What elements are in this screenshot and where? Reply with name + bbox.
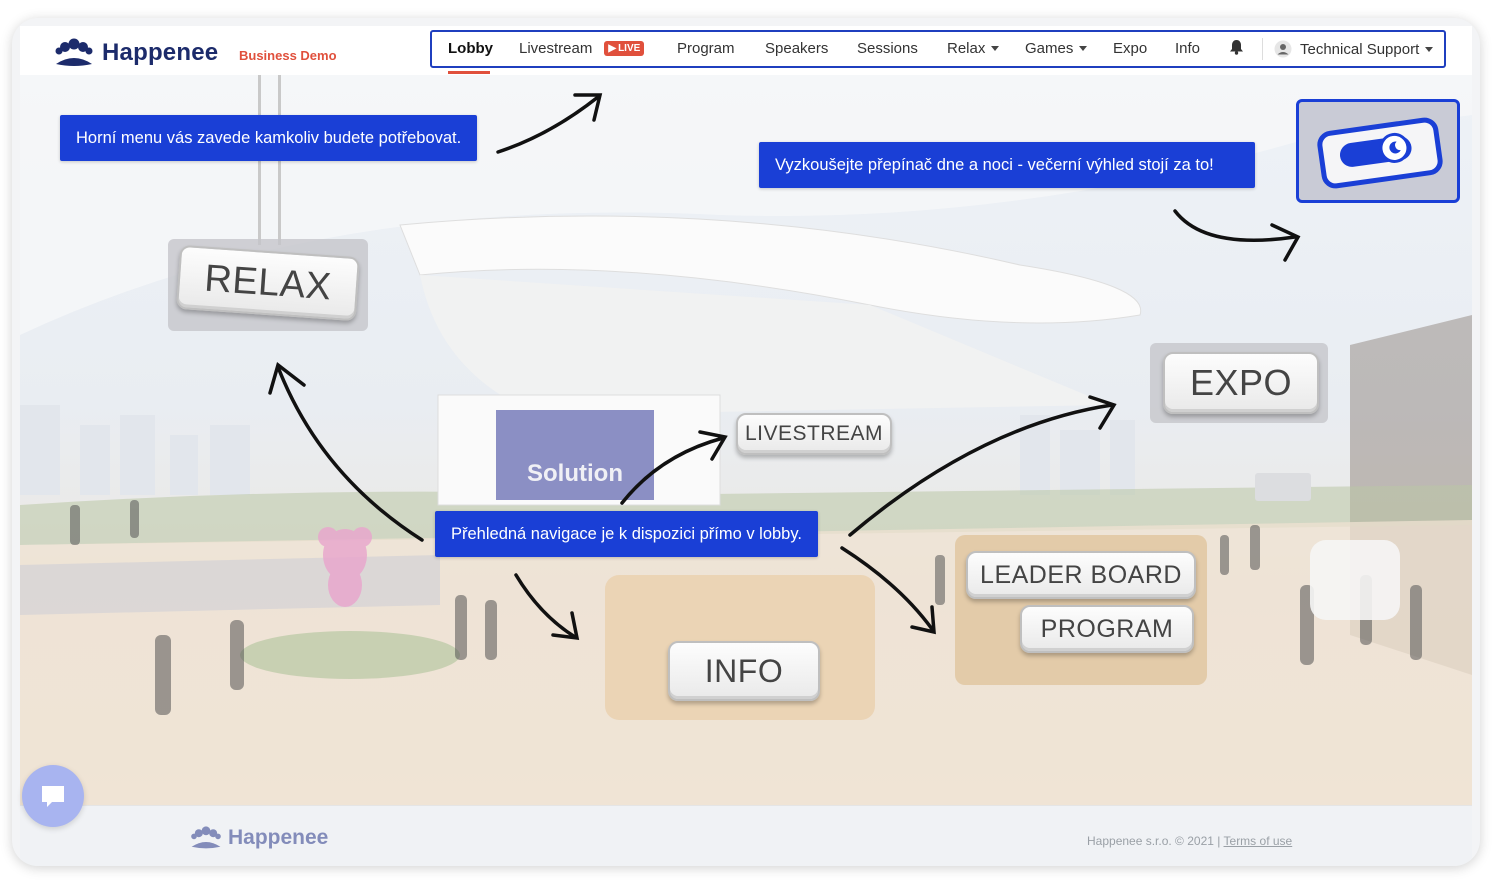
- expo-sign-label: EXPO: [1189, 362, 1293, 403]
- day-night-toggle-highlight: [1296, 99, 1460, 203]
- top-menu-callout: Horní menu vás zavede kamkoliv budete po…: [60, 115, 478, 161]
- nav-lobby-label: Lobby: [448, 40, 493, 57]
- technical-support-dropdown[interactable]: Technical Support: [1274, 40, 1434, 58]
- copyright-text: Happenee s.r.o. © 2021 |: [1087, 834, 1221, 848]
- live-badge-label: LIVE: [618, 43, 641, 54]
- nav-info[interactable]: Info: [1175, 40, 1200, 57]
- virtual-lobby-scene: RELAX LIVESTREAM EXPO INFO LEADER BOARD …: [20, 75, 1472, 805]
- main-menu: Lobby Livestream ▶LIVE Program Speakers …: [430, 30, 1446, 74]
- copyright: Happenee s.r.o. © 2021 | Terms of use: [1087, 834, 1292, 848]
- people-group-icon: [55, 38, 93, 66]
- day-night-callout: Vyzkoušejte přepínač dne a noci - večern…: [759, 142, 1255, 188]
- footer-logo[interactable]: Happenee: [190, 826, 328, 850]
- top-navigation-bar: Happenee Business Demo Lobby Livestream …: [20, 26, 1472, 83]
- people-group-icon: [191, 826, 221, 849]
- moon-icon: [1389, 141, 1401, 154]
- caret-down-icon: [991, 46, 1000, 51]
- logo-text: Happenee: [102, 39, 219, 66]
- event-subtitle: Business Demo: [239, 48, 337, 63]
- expo-sign[interactable]: EXPO: [1163, 352, 1319, 414]
- notifications-button[interactable]: [1229, 39, 1244, 55]
- nav-livestream[interactable]: Livestream ▶LIVE: [519, 40, 645, 57]
- terms-of-use-link[interactable]: Terms of use: [1223, 834, 1293, 848]
- nav-program[interactable]: Program: [677, 40, 735, 57]
- nav-program-label: Program: [677, 40, 735, 57]
- page-footer: Happenee Happenee s.r.o. © 2021 | Terms …: [20, 805, 1472, 866]
- nav-lobby[interactable]: Lobby: [448, 40, 493, 57]
- chat-button[interactable]: [22, 765, 84, 827]
- relax-sign-label: RELAX: [203, 257, 333, 308]
- livestream-sign-label: LIVESTREAM: [744, 422, 884, 445]
- day-night-toggle[interactable]: [1315, 115, 1445, 191]
- nav-expo[interactable]: Expo: [1113, 40, 1147, 57]
- nav-games-label: Games: [1025, 40, 1074, 57]
- user-avatar-icon: [1274, 40, 1292, 58]
- livestream-sign[interactable]: LIVESTREAM: [736, 413, 892, 455]
- technical-support-label: Technical Support: [1300, 40, 1420, 58]
- nav-livestream-label: Livestream: [519, 40, 593, 57]
- caret-down-icon: [1425, 46, 1434, 52]
- brand-logo[interactable]: Happenee: [54, 38, 218, 68]
- active-tab-indicator: [448, 71, 490, 74]
- nav-sessions-label: Sessions: [857, 40, 918, 57]
- program-sign-label: PROGRAM: [1040, 614, 1174, 643]
- info-sign-label: INFO: [704, 652, 784, 689]
- nav-relax-dropdown[interactable]: Relax: [947, 40, 1000, 57]
- footer-logo-text: Happenee: [228, 826, 329, 849]
- caret-down-icon: [1079, 46, 1088, 51]
- bell-icon: [1230, 40, 1243, 55]
- app-window: Happenee Business Demo Lobby Livestream …: [12, 18, 1480, 866]
- nav-speakers[interactable]: Speakers: [765, 40, 828, 57]
- program-sign[interactable]: PROGRAM: [1020, 605, 1194, 653]
- play-icon: ▶: [608, 43, 617, 54]
- relax-sign[interactable]: RELAX: [175, 244, 361, 322]
- nav-sessions[interactable]: Sessions: [857, 40, 918, 57]
- nav-speakers-label: Speakers: [765, 40, 829, 57]
- toggle-knob: [1377, 130, 1412, 165]
- nav-divider: [1262, 38, 1263, 60]
- nav-relax-label: Relax: [947, 40, 986, 57]
- solution-screen-text: Solution: [527, 460, 623, 487]
- nav-info-label: Info: [1175, 40, 1201, 57]
- live-badge: ▶LIVE: [604, 41, 645, 56]
- info-sign[interactable]: INFO: [668, 641, 820, 701]
- chat-bubble-icon: [42, 786, 64, 807]
- leader-board-sign[interactable]: LEADER BOARD: [966, 551, 1196, 599]
- nav-games-dropdown[interactable]: Games: [1025, 40, 1088, 57]
- leader-board-sign-label: LEADER BOARD: [980, 560, 1182, 589]
- lobby-navigation-callout: Přehledná navigace je k dispozici přímo …: [435, 511, 818, 557]
- nav-expo-label: Expo: [1113, 40, 1148, 57]
